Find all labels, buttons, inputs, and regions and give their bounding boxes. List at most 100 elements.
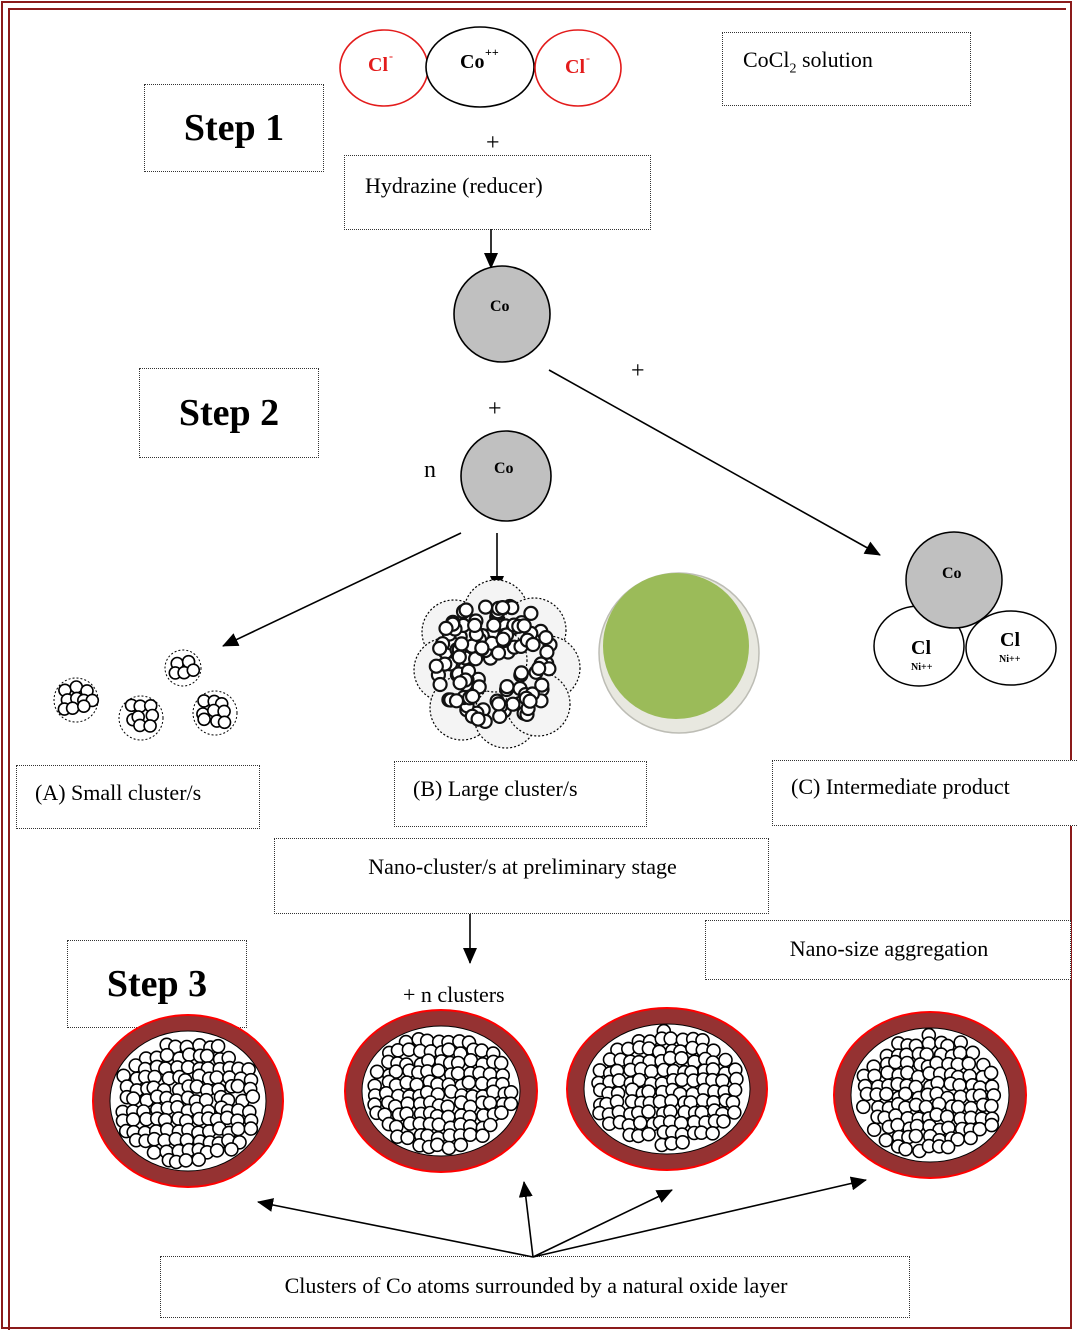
oxide-cluster-particle — [493, 1055, 509, 1071]
oxide-cluster-particle — [494, 1105, 509, 1120]
large-cluster-particle — [448, 693, 465, 709]
oxide-cluster-particle — [674, 1051, 689, 1066]
co-atom-n: Co — [460, 430, 552, 522]
oxide-clusters — [92, 1007, 1027, 1188]
large-cluster-particle — [531, 660, 547, 677]
small-clusters — [53, 649, 238, 741]
oxide-cluster-particle — [245, 1089, 261, 1104]
small-cluster-particle — [186, 663, 201, 678]
oxide-cluster-particle — [940, 1139, 956, 1155]
intermediate-cl-left-label: Cl — [911, 637, 931, 659]
oxide-cluster-particle — [866, 1122, 882, 1137]
oxide-box: Clusters of Co atoms surrounded by a nat… — [160, 1256, 910, 1318]
oxide-cluster — [344, 1009, 538, 1173]
arrow-oxide-1 — [257, 1198, 534, 1258]
co-atom-n-label: Co — [494, 460, 514, 477]
large-cluster-particle — [516, 618, 532, 634]
caption-aggregation: Nano-size aggregation — [789, 936, 989, 961]
arrow-oxide-4 — [532, 1176, 867, 1258]
oxide-cluster — [833, 1011, 1027, 1179]
small-cluster — [118, 695, 164, 741]
caption-small-box: (A) Small cluster/s — [16, 765, 260, 829]
small-cluster-particle — [65, 701, 80, 716]
oxide-cluster-particle — [453, 1137, 469, 1153]
caption-small: (A) Small cluster/s — [35, 780, 202, 805]
large-cluster-particle — [452, 675, 468, 691]
oxide-cluster-particle — [125, 1112, 141, 1127]
oxide-cluster-particle — [430, 1063, 446, 1078]
large-cluster-particle — [513, 665, 530, 681]
oxide-cluster-particle — [462, 1127, 478, 1142]
step-1-label: Step 1 — [183, 107, 285, 149]
oxide-cluster-particle — [855, 1099, 871, 1115]
oxide-cluster-particle — [644, 1064, 659, 1079]
oxide-cluster-particle — [641, 1126, 656, 1142]
oxide-cluster-particle — [482, 1117, 498, 1133]
intermediate-co-label: Co — [942, 565, 962, 582]
solution-subscript: 2 — [789, 61, 797, 77]
large-cluster-particle — [495, 631, 511, 647]
green-disk — [598, 572, 760, 734]
chloride-label-left: Cl — [368, 54, 388, 76]
oxide-cluster-particle — [984, 1117, 1000, 1133]
chloride-label-right: Cl — [565, 56, 585, 78]
oxide-cluster-particle — [675, 1135, 690, 1150]
plus-sign-1: + — [486, 130, 500, 156]
oxide-cluster-particle — [230, 1121, 246, 1137]
oxide-cluster-particle — [503, 1096, 519, 1112]
n-label: n — [424, 457, 436, 483]
oxide-cluster-particle — [146, 1145, 162, 1160]
n-clusters-label: + n clusters — [403, 982, 505, 1007]
small-cluster-particle — [77, 699, 91, 714]
oxide-cluster-particle — [878, 1132, 894, 1148]
oxide-cluster-particle — [224, 1142, 239, 1157]
oxide-cluster-particle — [191, 1152, 206, 1167]
caption-preliminary: Nano-cluster/s at preliminary stage — [368, 854, 677, 879]
caption-oxide: Clusters of Co atoms surrounded by a nat… — [284, 1273, 788, 1298]
large-cluster-particle — [505, 696, 521, 712]
caption-large-box: (B) Large cluster/s — [394, 761, 647, 827]
step-3-label: Step 3 — [106, 963, 208, 1005]
oxide-cluster-particle — [727, 1082, 743, 1098]
oxide-cluster-particle — [400, 1130, 415, 1146]
reducer-label: Hydrazine (reducer) — [365, 173, 543, 198]
cobalt-ion-label: Co — [460, 51, 484, 73]
large-cluster-particle — [474, 640, 490, 656]
small-cluster — [53, 677, 100, 723]
oxide-cluster-particle — [718, 1052, 733, 1068]
step-3-box: Step 3 — [67, 940, 247, 1028]
oxide-cluster-particle — [463, 1053, 479, 1068]
small-cluster-particle — [143, 719, 157, 733]
cobalt-ion-charge: ++ — [485, 45, 499, 59]
large-cluster-particle — [538, 629, 554, 646]
oxide-cluster-particle — [983, 1065, 999, 1081]
step-1-box: Step 1 — [144, 84, 324, 172]
large-cluster-particle — [495, 599, 511, 616]
co-atom-label: Co — [490, 298, 510, 315]
large-cluster-particle — [492, 708, 508, 725]
oxide-cluster-particle — [441, 1140, 457, 1156]
inner-frame — [8, 8, 1066, 1330]
oxide-cluster-particle — [230, 1078, 246, 1094]
oxide-cluster-particle — [961, 1056, 977, 1071]
oxide-cluster-particle — [243, 1121, 259, 1136]
oxide-cluster-particle — [199, 1048, 215, 1064]
caption-large: (B) Large cluster/s — [413, 776, 578, 801]
small-cluster — [164, 649, 202, 687]
large-cluster-particle — [470, 711, 486, 727]
large-cluster-particle — [467, 617, 483, 634]
oxide-cluster-particle — [126, 1091, 141, 1106]
large-cluster-particle — [432, 676, 448, 693]
solution-label: CoCl2 solution — [743, 47, 873, 77]
oxide-cluster-particle — [159, 1047, 175, 1063]
intermediate-ni-right-label: Ni++ — [999, 654, 1021, 665]
oxide-cluster-particle — [963, 1130, 978, 1146]
cobalt-ion — [425, 26, 535, 108]
large-cluster-particle — [522, 693, 538, 709]
large-cluster-particle — [438, 620, 454, 637]
large-cluster-particle — [465, 688, 481, 705]
large-cluster-particle — [454, 636, 470, 652]
oxide-cluster-particle — [705, 1126, 720, 1141]
arrow-oxide-3 — [532, 1189, 673, 1258]
large-cluster — [413, 579, 581, 749]
